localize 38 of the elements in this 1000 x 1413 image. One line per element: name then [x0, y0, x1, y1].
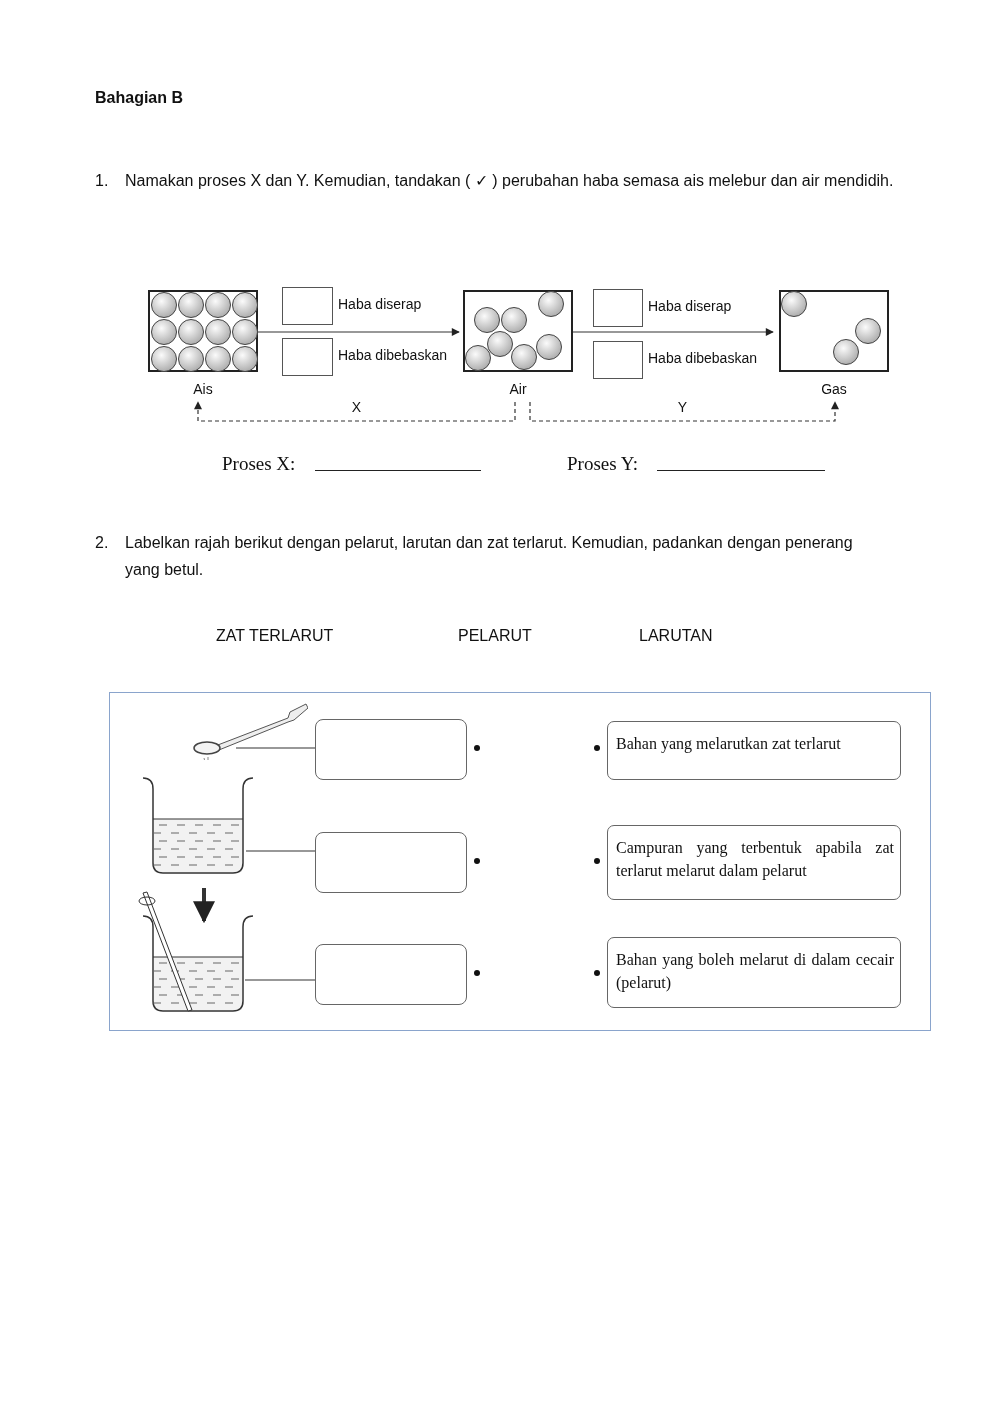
question-text: Labelkan rajah berikut dengan pelarut, larutan dan zat terlarut. Kemudian, padankan dengan penerang yang betul. — [125, 533, 854, 580]
leader-line — [245, 850, 316, 852]
description-box — [607, 825, 901, 900]
option-text: Haba dibebaskan — [648, 350, 757, 366]
arrow — [257, 328, 460, 336]
word-bank-term: ZAT TERLARUT — [216, 626, 334, 646]
section-heading: Bahagian B — [95, 88, 183, 108]
answer-label: Proses Y: — [567, 452, 638, 476]
option-text: Haba diserap — [338, 296, 422, 312]
answer-label: Proses X: — [222, 452, 296, 476]
leader-line — [235, 747, 316, 749]
word-bank-term: PELARUT — [458, 626, 532, 646]
tick-box — [282, 338, 333, 376]
answer-box — [315, 944, 467, 1005]
question-number: 2. — [95, 533, 109, 553]
arrow — [193, 888, 215, 924]
description-text: Bahan yang melarutkan zat terlarut — [616, 734, 842, 755]
description-box — [607, 721, 901, 780]
arrow — [572, 328, 774, 336]
word-bank-term: LARUTAN — [639, 626, 713, 646]
description-box — [607, 937, 901, 1008]
state-label: Ais — [192, 380, 214, 398]
description-text: Campuran yang terbentuk apabila zat terlarut melarut dalam pelarut — [616, 838, 894, 882]
tick-box — [282, 287, 333, 325]
arrow — [529, 401, 839, 422]
arrow — [194, 401, 516, 422]
answer-box — [315, 832, 467, 893]
question-text: Namakan proses X dan Y. Kemudian, tandakan ( ✓ ) perubahan haba semasa ais melebur dan air mendidih. — [125, 171, 895, 191]
question-number: 1. — [95, 171, 109, 191]
option-text: Haba dibebaskan — [338, 347, 447, 363]
state-label: Air — [508, 380, 528, 398]
tick-box — [593, 341, 643, 379]
option-text: Haba diserap — [648, 298, 732, 314]
tick-box — [593, 289, 643, 327]
answer-box — [315, 719, 467, 780]
description-text: Bahan yang boleh melarut di dalam cecair (pelarut) — [616, 950, 894, 994]
leader-line — [244, 979, 316, 981]
state-label: Gas — [820, 380, 848, 398]
